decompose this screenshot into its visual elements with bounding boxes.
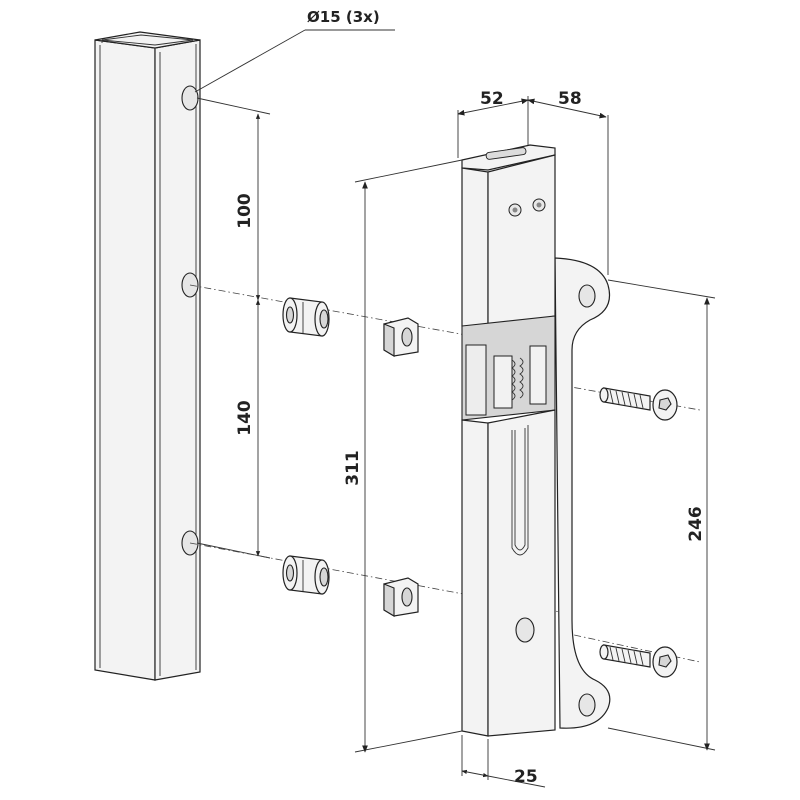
screw-top [599, 387, 678, 421]
depth-dimensions: 52 58 [457, 89, 609, 275]
dimension-25: 25 [514, 767, 538, 787]
dimension-140: 140 [235, 400, 255, 436]
insert-nut-bottom [282, 555, 330, 595]
dimension-52: 52 [480, 89, 504, 109]
center-lines [189, 284, 701, 663]
post-hole-spacing-dimension: 100 140 [196, 97, 271, 559]
dimension-246: 246 [686, 506, 706, 542]
square-washer-bottom [383, 577, 419, 617]
total-height-dimension: 311 [343, 159, 463, 753]
dimension-100: 100 [235, 193, 255, 229]
lock-body [461, 144, 611, 737]
hole-callout-text: Ø15 (3x) [307, 8, 380, 26]
screw-bottom [599, 644, 678, 678]
insert-nut-top [282, 297, 330, 337]
square-washer-top [383, 317, 419, 357]
hole-diameter-callout: Ø15 (3x) [194, 8, 395, 93]
width-dimension: 25 [461, 735, 546, 788]
screw-spacing-dimension: 246 [607, 279, 716, 751]
plate-hole-top [578, 284, 596, 308]
plate-hole-bottom [578, 693, 596, 717]
post-hole-top [181, 85, 199, 111]
dimension-58: 58 [558, 89, 582, 109]
square-post [94, 31, 201, 681]
dimension-311: 311 [343, 450, 363, 486]
body-hole [515, 617, 535, 643]
